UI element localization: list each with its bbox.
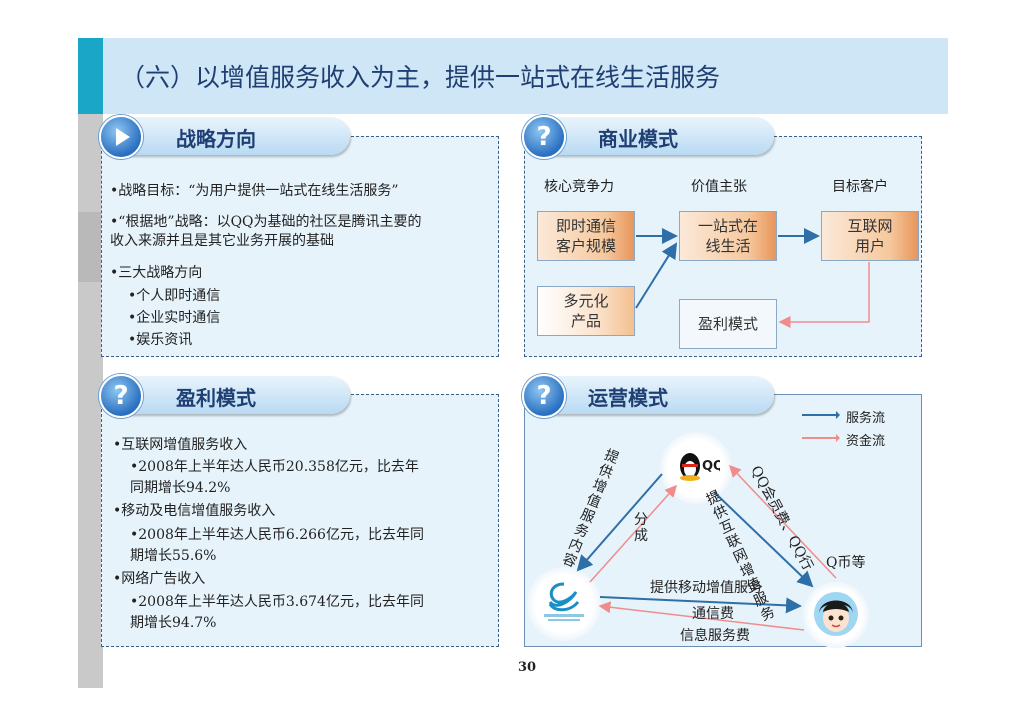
arrow-user-to-qq [728, 464, 837, 579]
profit-line-7: •网络广告收入 [113, 571, 206, 587]
box-diverse-line2: 产品 [570, 312, 601, 330]
box-one-stop: 一站式在 线生活 [679, 211, 777, 261]
profit-line-6: 期增长55.6% [130, 548, 217, 564]
business-col-value: 价值主张 [691, 179, 747, 195]
strategy-line-6: •企业实时通信 [128, 310, 221, 326]
title-band [103, 38, 948, 114]
profit-line-5: •2008年上半年达人民币6.266亿元，比去年同 [130, 527, 424, 543]
profit-heading: 盈利模式 [176, 386, 256, 410]
box-diverse-products: 多元化 产品 [537, 286, 635, 336]
box-profit-model: 盈利模式 [679, 299, 777, 349]
strategy-line-5: •个人即时通信 [128, 288, 221, 304]
box-one-stop-line1: 一站式在 [697, 217, 758, 235]
profit-panel [101, 394, 499, 647]
left-rail-accent [78, 38, 103, 114]
slide-title: （六）以增值服务收入为主，提供一站式在线生活服务 [120, 63, 721, 92]
page-number: 30 [518, 660, 537, 675]
strategy-heading: 战略方向 [176, 127, 256, 151]
arrow-users-to-profit [778, 262, 870, 328]
box-profit-model-label: 盈利模式 [697, 315, 758, 333]
box-diverse-line1: 多元化 [563, 292, 609, 310]
box-internet-users-line1: 互联网 [847, 217, 893, 235]
svg-text:QQ: QQ [702, 459, 720, 474]
strategy-line-7: •娱乐资讯 [128, 332, 193, 348]
arrow-qq-to-user [713, 491, 814, 588]
strategy-line-1: •战略目标：“为用户提供一站式在线生活服务” [110, 183, 399, 199]
profit-line-1: •互联网增值服务收入 [113, 437, 248, 453]
profit-line-9: 期增长94.7% [130, 615, 217, 631]
box-im-scale-line1: 即时通信 [555, 217, 616, 235]
box-internet-users-line2: 用户 [854, 237, 885, 255]
question-icon: ? [522, 115, 566, 159]
profit-heading-pill [104, 376, 350, 414]
label-info-service-fee: 信息服务费 [680, 628, 750, 644]
business-heading-pill [528, 117, 774, 155]
box-internet-users: 互联网 用户 [821, 211, 919, 261]
arrow-mobile-to-user [599, 596, 802, 614]
label-revenue-share: 分成 [634, 512, 648, 544]
strategy-panel [101, 136, 499, 357]
arrow-qq-to-mobile [576, 473, 663, 572]
legend-fund-label: 资金流 [846, 434, 886, 449]
question-icon: ? [522, 374, 566, 418]
profit-line-3: 同期增长94.2% [130, 480, 231, 496]
strategy-line-3: 收入来源并且是其它业务开展的基础 [110, 233, 334, 249]
strategy-line-2: •“根据地”战略：以QQ为基础的社区是腾讯主要的 [110, 214, 422, 230]
arrow-user-to-mobile [598, 601, 805, 631]
business-col-target: 目标客户 [832, 179, 888, 195]
arrow-diverse-to-onestop [635, 242, 678, 309]
qq-penguin-icon: QQ [680, 453, 720, 481]
question-icon: ? [99, 374, 143, 418]
arrow-mobile-to-qq [589, 484, 678, 583]
box-one-stop-line2: 线生活 [705, 237, 751, 255]
china-mobile-logo-icon [544, 582, 584, 621]
business-col-core: 核心竞争力 [544, 179, 614, 195]
label-telecom-fee: 通信费 [692, 606, 734, 622]
operation-heading-pill [528, 376, 774, 414]
left-rail [78, 38, 103, 688]
label-provide-mobile-vas: 提供移动增值服务 [650, 580, 762, 596]
user-avatar-icon [814, 592, 858, 636]
profit-line-8: •2008年上半年达人民币3.674亿元，比去年同 [130, 594, 424, 610]
strategy-line-4: •三大战略方向 [110, 265, 203, 281]
profit-line-2: •2008年上半年达人民币20.358亿元，比去年 [130, 459, 419, 475]
play-icon [99, 115, 143, 159]
left-rail-marker [78, 212, 103, 282]
box-im-scale-line2: 客户规模 [555, 237, 616, 255]
business-heading: 商业模式 [598, 127, 678, 151]
legend-swatches [802, 411, 840, 442]
profit-line-4: •移动及电信增值服务收入 [113, 503, 276, 519]
label-qq-fees-line2: Q币等 [826, 555, 866, 571]
legend-service-label: 服务流 [846, 411, 886, 426]
strategy-heading-pill [104, 117, 350, 155]
box-im-scale: 即时通信 客户规模 [537, 211, 635, 261]
operation-heading: 运营模式 [588, 386, 668, 410]
